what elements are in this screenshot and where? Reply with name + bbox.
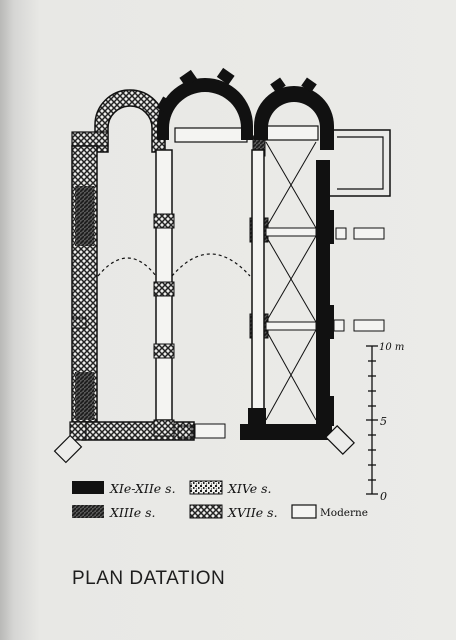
legend-swatch-crosshatch: [189, 504, 223, 519]
legend: XIe-XIIe s. XIVe s. XIIIe s. XVIIe s. Mo…: [72, 480, 368, 520]
legend-swatch-blank: [291, 504, 317, 519]
rib-vaults: [265, 141, 317, 421]
legend-label: XIIIe s.: [109, 505, 155, 520]
xi-xii-century-walls: [156, 67, 355, 455]
scale-tick-label: 0: [380, 490, 387, 503]
scale-tick-label: 5: [380, 415, 387, 428]
legend-label: XIe-XIIe s.: [109, 481, 176, 496]
dashed-vaults: [97, 253, 251, 277]
legend-label: XIVe s.: [227, 481, 271, 496]
modern-walls: [155, 125, 391, 439]
scale-tick-label: 10 m: [379, 342, 404, 353]
figure-caption: PLAN DATATION: [72, 568, 226, 589]
legend-label: XVIIe s.: [227, 505, 278, 520]
legend-swatch-black: [72, 481, 104, 494]
nave-piers: [153, 213, 175, 437]
scale-bar: [366, 345, 378, 495]
legend-swatch-speckled: [189, 480, 223, 495]
legend-label: Moderne: [320, 507, 368, 519]
legend-swatch-diagonal: [72, 505, 104, 518]
